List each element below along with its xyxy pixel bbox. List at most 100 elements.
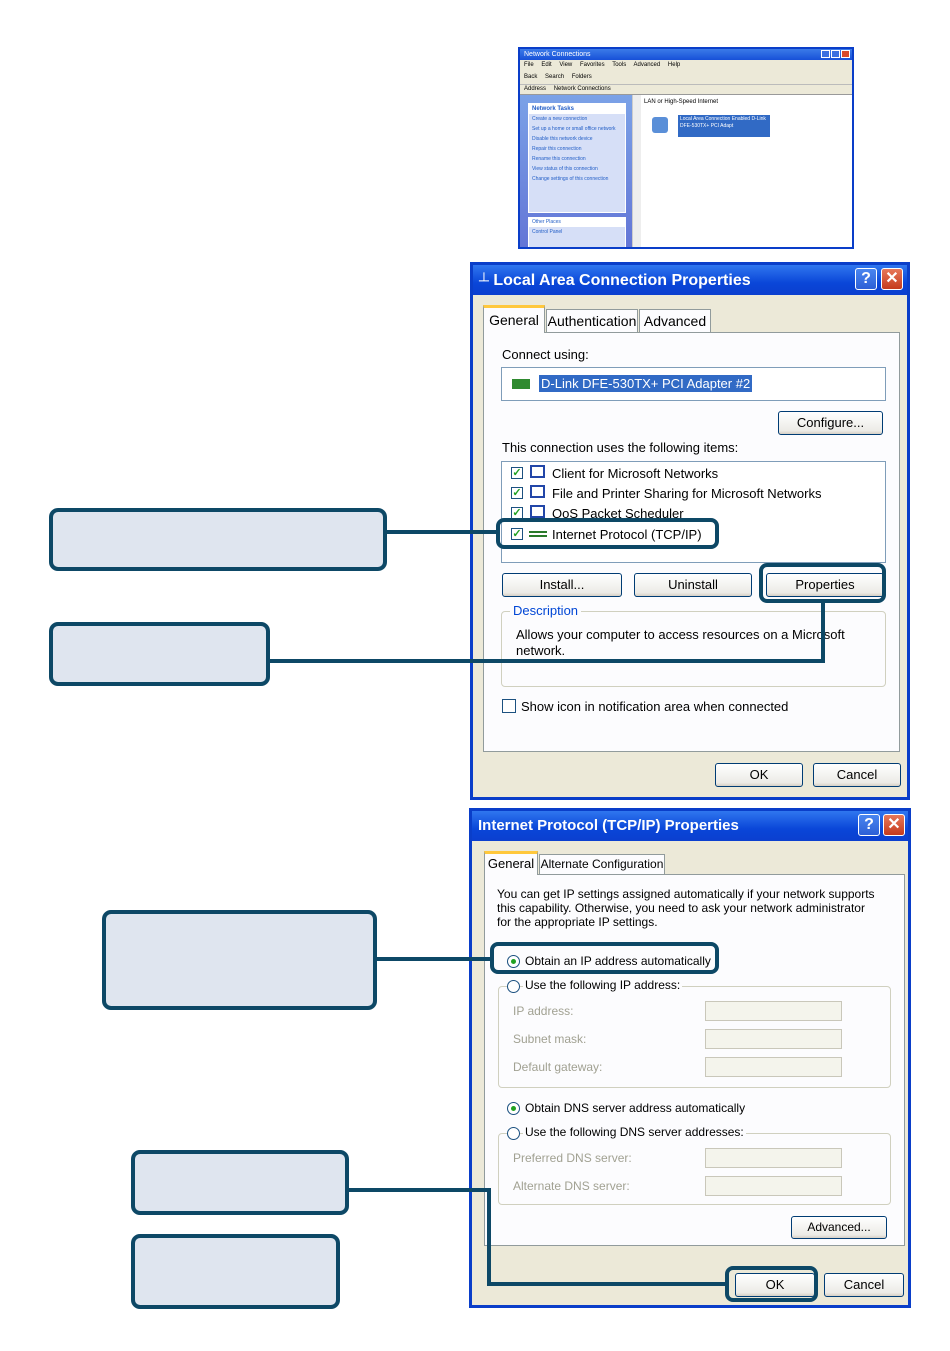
callout-line — [375, 957, 493, 961]
search-button[interactable]: Search — [545, 74, 565, 80]
properties-button[interactable]: Properties — [766, 573, 884, 597]
local-area-connection-label: Local Area Connection Enabled D-Link DFE… — [678, 115, 770, 137]
obtain-dns-radio[interactable] — [507, 1102, 520, 1115]
advanced-button[interactable]: Advanced... — [791, 1216, 887, 1239]
client-checkbox[interactable]: ✓ — [511, 467, 523, 479]
lan-properties-dialog: ┴ Local Area Connection Properties ? ✕ G… — [470, 262, 910, 800]
tab-alternate-configuration[interactable]: Alternate Configuration — [539, 854, 665, 875]
subnet-mask-field[interactable] — [705, 1029, 842, 1049]
menu-help[interactable]: Help — [667, 62, 681, 68]
callout-line — [821, 599, 825, 663]
address-bar[interactable]: Address Network Connections — [520, 85, 852, 95]
back-button[interactable]: Back — [524, 74, 538, 80]
obtain-dns-label[interactable]: Obtain DNS server address automatically — [525, 1101, 746, 1115]
other-places-header[interactable]: Other Places — [529, 218, 625, 227]
close-button[interactable] — [841, 50, 850, 58]
menu-tools[interactable]: Tools — [612, 62, 627, 68]
ip-address-field[interactable] — [705, 1001, 842, 1021]
minimize-button[interactable] — [821, 50, 830, 58]
general-tab-pane: Connect using: D-Link DFE-530TX+ PCI Ada… — [483, 332, 900, 752]
tcpip-checkbox[interactable]: ✓ — [511, 528, 523, 540]
network-tasks-header[interactable]: Network Tasks — [529, 104, 625, 114]
subnet-mask-label: Subnet mask: — [513, 1032, 587, 1046]
tab-advanced[interactable]: Advanced — [639, 309, 711, 333]
network-card-icon — [512, 379, 530, 389]
folders-button[interactable]: Folders — [571, 74, 592, 80]
tab-general[interactable]: General — [483, 305, 545, 333]
computer-icon — [530, 505, 545, 518]
highlight-ok-button — [725, 1266, 818, 1302]
help-button[interactable]: ? — [855, 268, 877, 290]
obtain-ip-label[interactable]: Obtain an IP address automatically — [525, 954, 711, 968]
tcpip-general-pane: You can get IP settings assigned automat… — [484, 874, 905, 1246]
static-dns-group: Use the following DNS server addresses: … — [498, 1125, 891, 1205]
task-disable-device[interactable]: Disable this network device — [532, 136, 593, 142]
adapter-name: D-Link DFE-530TX+ PCI Adapter #2 — [539, 375, 753, 392]
task-repair-connection[interactable]: Repair this connection — [532, 146, 582, 152]
uninstall-button[interactable]: Uninstall — [634, 573, 752, 597]
show-icon-checkbox[interactable] — [502, 699, 516, 713]
maximize-button[interactable] — [831, 50, 840, 58]
close-button[interactable]: ✕ — [883, 814, 905, 836]
intro-text: You can get IP settings assigned automat… — [497, 887, 875, 929]
adapter-box: D-Link DFE-530TX+ PCI Adapter #2 — [501, 367, 886, 401]
window-title: Network Connections — [524, 51, 591, 58]
other-control-panel[interactable]: Control Panel — [532, 229, 563, 235]
network-connections-window: Network Connections File Edit View Favor… — [518, 47, 854, 249]
client-label: Client for Microsoft Networks — [552, 466, 719, 481]
menu-advanced[interactable]: Advanced — [633, 62, 661, 68]
menu-favorites[interactable]: Favorites — [579, 62, 605, 68]
preferred-dns-label: Preferred DNS server: — [513, 1151, 632, 1165]
cancel-button[interactable]: Cancel — [813, 763, 901, 787]
menu-view[interactable]: View — [559, 62, 573, 68]
description-label: Description — [510, 603, 582, 618]
callout-line — [347, 1188, 490, 1192]
description-group: Description Allows your computer to acce… — [501, 603, 886, 687]
tab-authentication[interactable]: Authentication — [546, 309, 638, 333]
task-pane: Network Tasks Create a new connection Se… — [520, 95, 632, 247]
file-sharing-checkbox[interactable]: ✓ — [511, 487, 523, 499]
preferred-dns-field[interactable] — [705, 1148, 842, 1168]
use-following-dns-radio[interactable] — [507, 1127, 520, 1140]
highlight-obtain-ip — [490, 942, 719, 974]
obtain-ip-radio[interactable] — [507, 955, 520, 968]
cancel-button[interactable]: Cancel — [824, 1273, 904, 1297]
use-following-ip-label[interactable]: Use the following IP address: — [523, 978, 683, 992]
group-header: LAN or High-Speed Internet — [644, 99, 719, 105]
task-create-connection[interactable]: Create a new connection — [532, 116, 588, 122]
dialog-title: Local Area Connection Properties — [493, 272, 751, 289]
ok-button[interactable]: OK — [735, 1273, 815, 1297]
tcpip-label[interactable]: Internet Protocol (TCP/IP) — [552, 527, 702, 542]
tab-general[interactable]: General — [484, 851, 538, 875]
callout-line — [268, 659, 825, 663]
help-button[interactable]: ? — [858, 814, 880, 836]
task-change-settings[interactable]: Change settings of this connection — [532, 176, 609, 182]
use-following-dns-label[interactable]: Use the following DNS server addresses: — [523, 1125, 746, 1139]
show-icon-label: Show icon in notification area when conn… — [521, 699, 789, 714]
alternate-dns-label: Alternate DNS server: — [513, 1179, 630, 1193]
menu-edit[interactable]: Edit — [541, 62, 552, 68]
network-plug-icon: ┴ — [479, 272, 489, 288]
lan-properties-titlebar: ┴ Local Area Connection Properties ? ✕ — [473, 265, 907, 295]
local-area-connection-item[interactable]: Local Area Connection Enabled D-Link DFE… — [652, 111, 772, 139]
file-sharing-label: File and Printer Sharing for Microsoft N… — [552, 486, 822, 501]
install-button[interactable]: Install... — [502, 573, 622, 597]
connect-using-label: Connect using: — [502, 347, 589, 362]
task-home-network[interactable]: Set up a home or small office network — [532, 126, 616, 132]
network-tasks-panel: Network Tasks Create a new connection Se… — [528, 103, 626, 213]
menu-file[interactable]: File — [524, 62, 534, 68]
default-gateway-field[interactable] — [705, 1057, 842, 1077]
task-view-status[interactable]: View status of this connection — [532, 166, 598, 172]
task-rename-connection[interactable]: Rename this connection — [532, 156, 586, 162]
highlight-tcpip-item — [496, 518, 719, 549]
close-button[interactable]: ✕ — [881, 268, 903, 290]
alternate-dns-field[interactable] — [705, 1176, 842, 1196]
network-connections-titlebar: Network Connections — [520, 49, 852, 60]
callout-line — [385, 530, 498, 534]
tcpip-properties-dialog: Internet Protocol (TCP/IP) Properties ? … — [469, 808, 911, 1308]
callout-box-dns — [131, 1150, 349, 1215]
use-following-ip-radio[interactable] — [507, 980, 520, 993]
configure-button[interactable]: Configure... — [778, 411, 883, 435]
task-pane-scrollbar[interactable] — [632, 95, 641, 247]
ok-button[interactable]: OK — [715, 763, 803, 787]
